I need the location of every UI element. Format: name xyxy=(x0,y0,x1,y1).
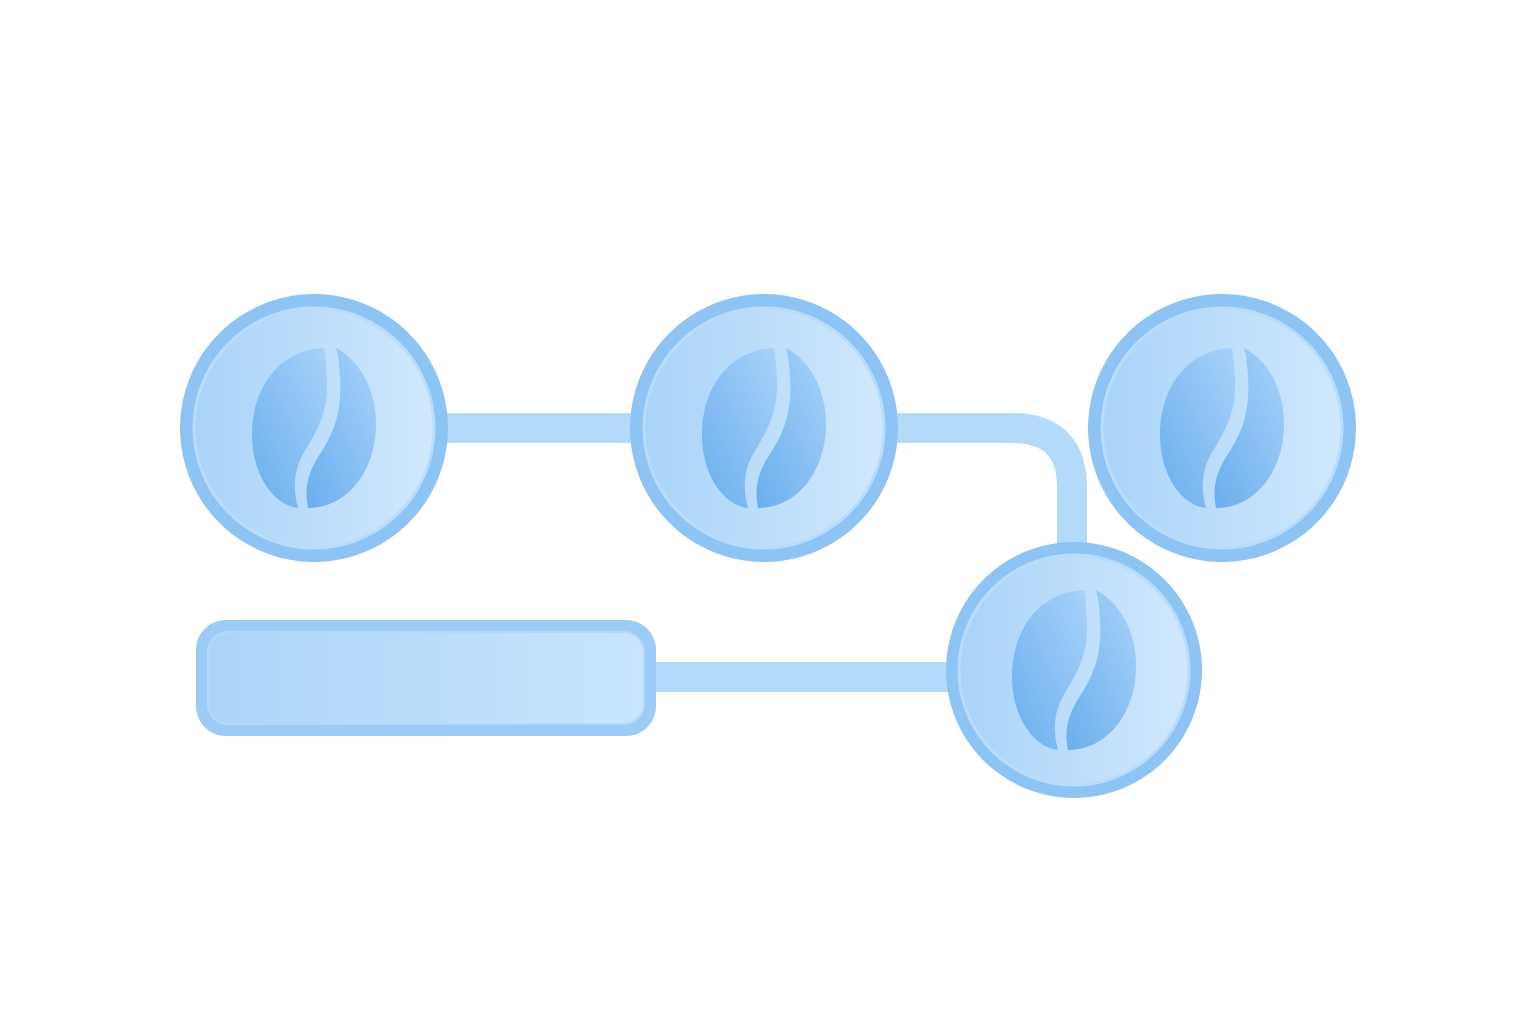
connectors xyxy=(440,413,1087,692)
node-bean-3 xyxy=(1088,294,1356,562)
bar-node xyxy=(196,620,656,736)
node-bean-4 xyxy=(946,542,1202,798)
node-bean-2 xyxy=(630,294,898,562)
node-bean-1 xyxy=(180,294,448,562)
connector-bean2-bean4 xyxy=(888,413,1087,560)
